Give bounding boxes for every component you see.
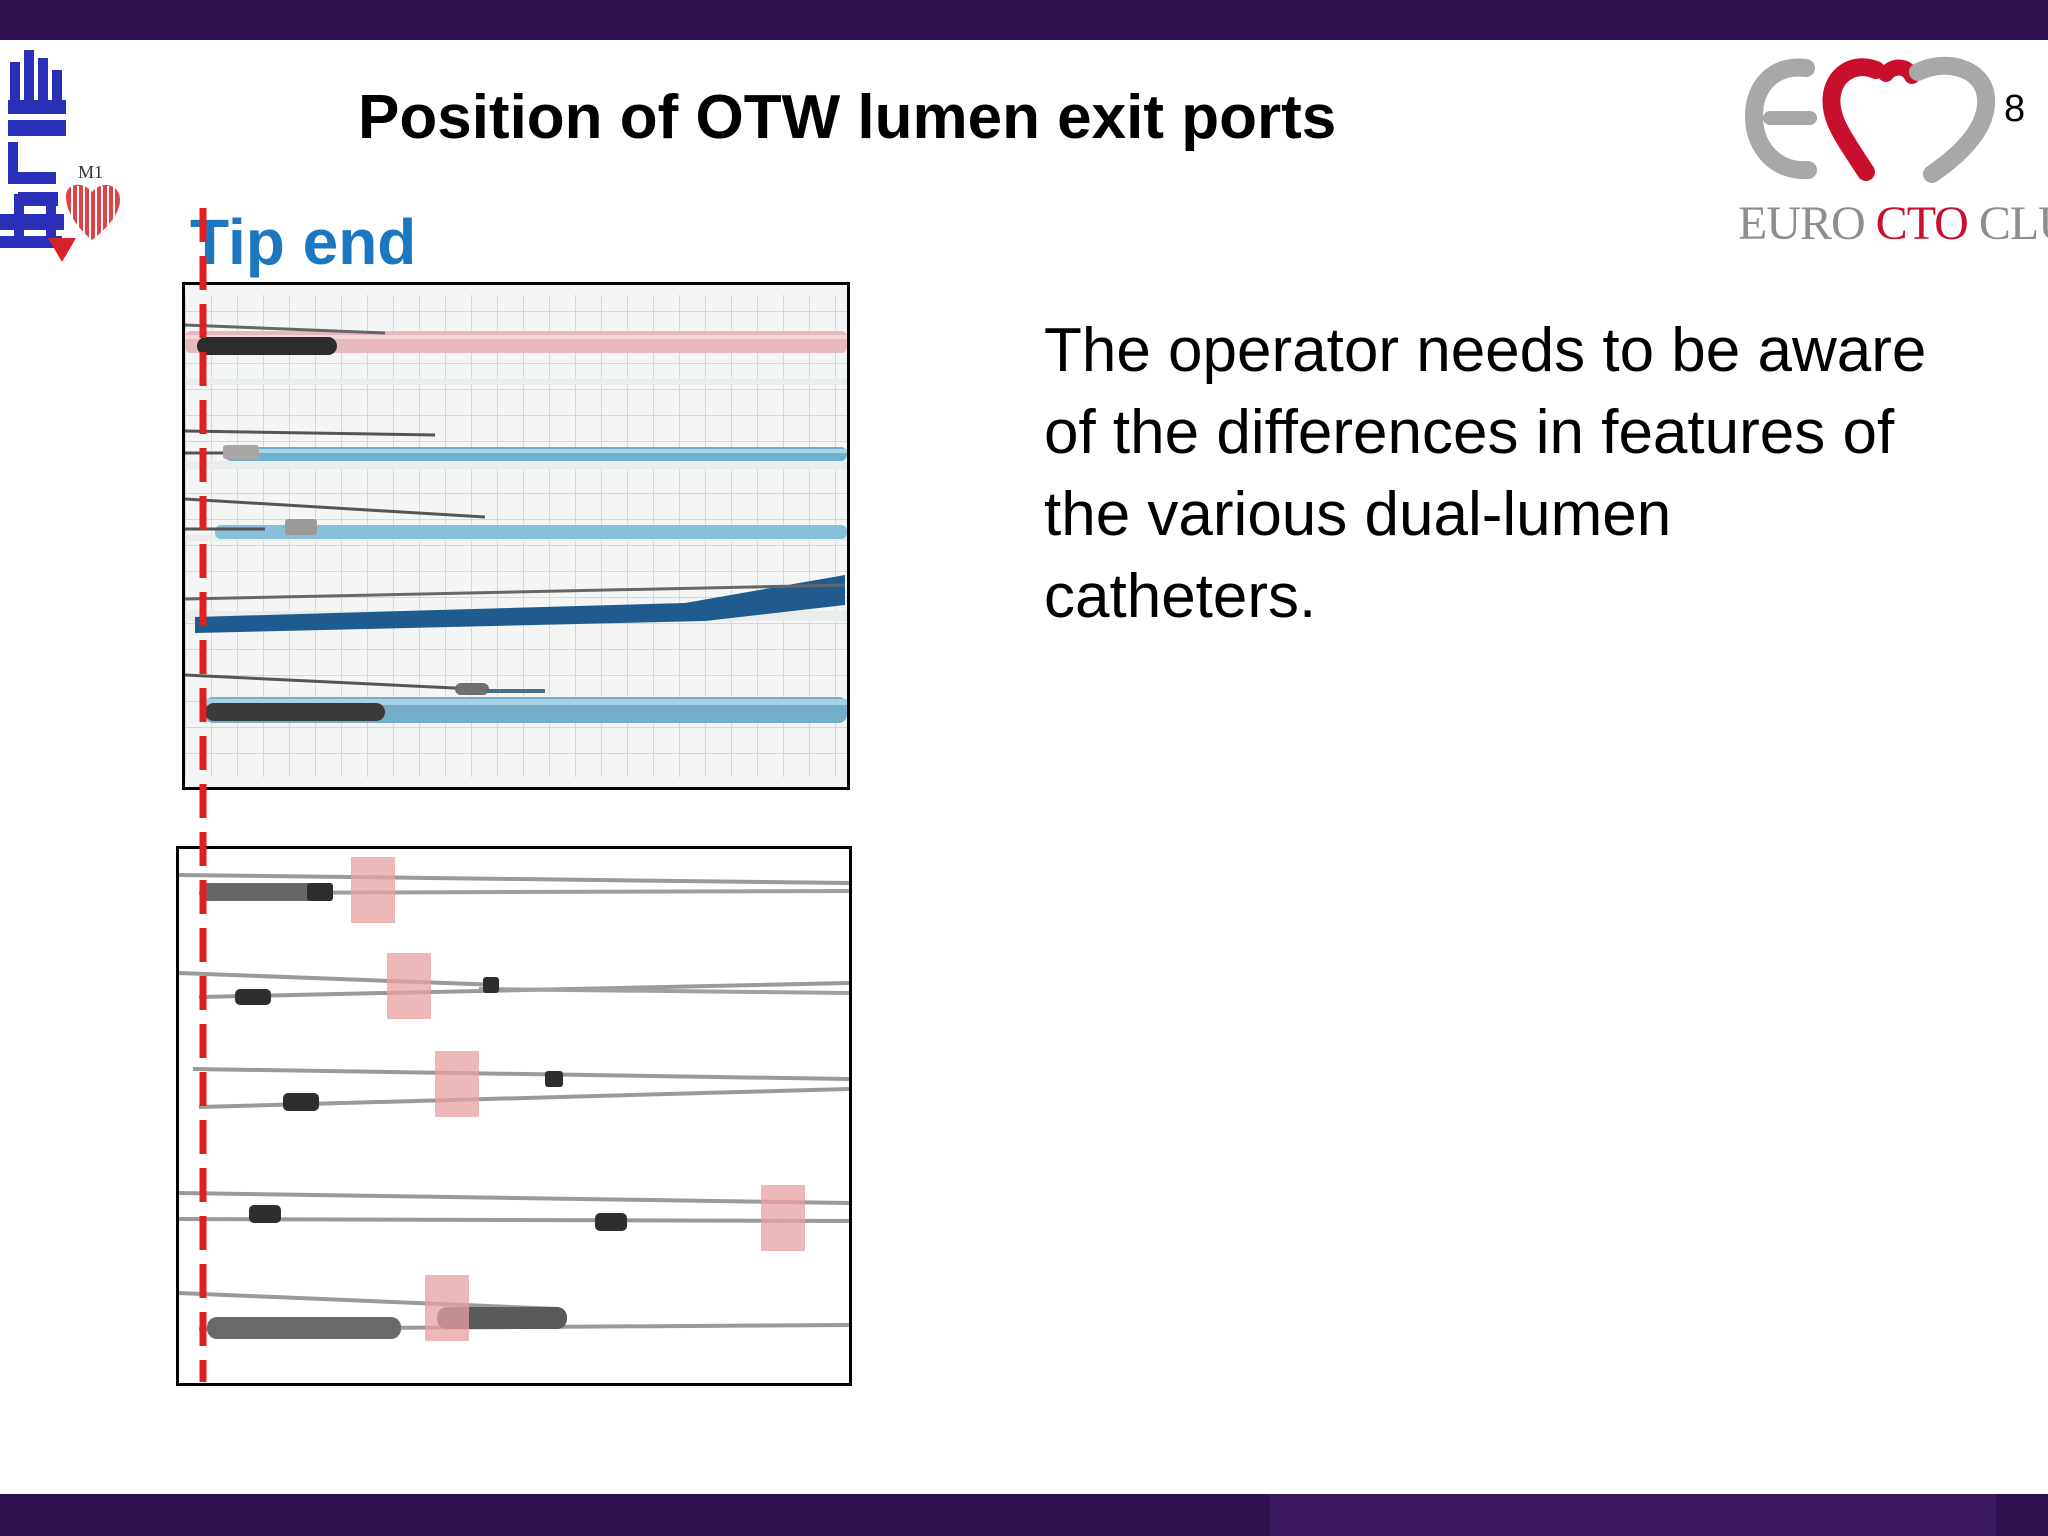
euro-cto-club-logo: EURO CTO CLUB (1736, 54, 2048, 250)
catheter-xray-panel (176, 846, 852, 1386)
logo-text: M1 (78, 162, 103, 182)
exit-port-highlight (351, 857, 395, 923)
catheter-xray-icon (179, 849, 849, 1383)
exit-port-highlight (425, 1275, 469, 1341)
catheter-photo-icon (185, 285, 847, 787)
catheter-photo-panel (182, 282, 850, 790)
brand-suffix: CLUB (1978, 197, 2048, 250)
exit-port-highlight (761, 1185, 805, 1251)
heart-ecc-icon (1744, 56, 1996, 183)
brand-accent: CTO (1875, 197, 1969, 250)
slide-title: Position of OTW lumen exit ports (358, 83, 1337, 152)
body-text: The operator needs to be aware of the di… (1044, 316, 1927, 631)
slide-number: 8 (2004, 88, 2026, 130)
brand-prefix: EURO (1738, 197, 1876, 250)
hospital-emblem-icon: M1 (0, 50, 120, 262)
bottom-bar-tab (1270, 1494, 1996, 1536)
hospital-logo: M1 (0, 44, 132, 284)
tip-end-marker (198, 208, 208, 1382)
exit-port-highlight (387, 953, 431, 1019)
bottom-bar (0, 1494, 2048, 1536)
tip-end-label: Tip end (190, 206, 417, 278)
brand-text: EURO CTO CLUB (1738, 196, 2048, 251)
exit-port-highlight (435, 1051, 479, 1117)
top-bar (0, 0, 2048, 40)
